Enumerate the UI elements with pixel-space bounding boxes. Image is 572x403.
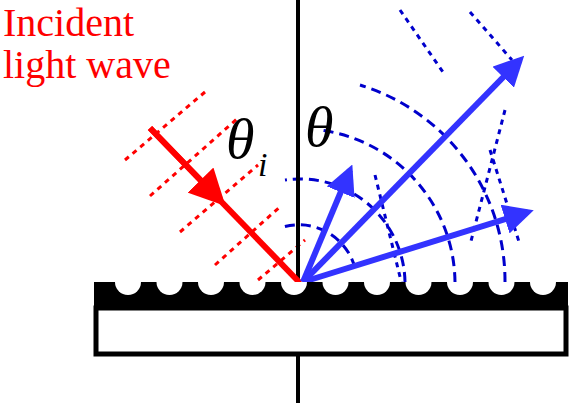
incident-wavefronts xyxy=(125,92,305,280)
groove xyxy=(240,282,266,295)
groove xyxy=(364,282,390,295)
incident-ray-head xyxy=(150,128,213,193)
groove xyxy=(447,282,473,295)
angle-symbol: θ xyxy=(226,110,255,168)
incident-label: Incident light wave xyxy=(3,2,203,86)
groove xyxy=(323,282,349,295)
groove xyxy=(489,282,515,295)
diffraction-grating xyxy=(94,282,568,354)
groove xyxy=(115,282,141,295)
angle-subscript: i xyxy=(258,148,267,182)
groove xyxy=(281,282,307,295)
groove xyxy=(406,282,432,295)
diffracted-wavefront-segments xyxy=(375,10,520,285)
angle-symbol: θ xyxy=(305,98,334,156)
incident-ray xyxy=(150,128,300,283)
groove xyxy=(530,282,556,295)
groove xyxy=(157,282,183,295)
diffracted-rays xyxy=(303,60,528,282)
groove xyxy=(198,282,224,295)
